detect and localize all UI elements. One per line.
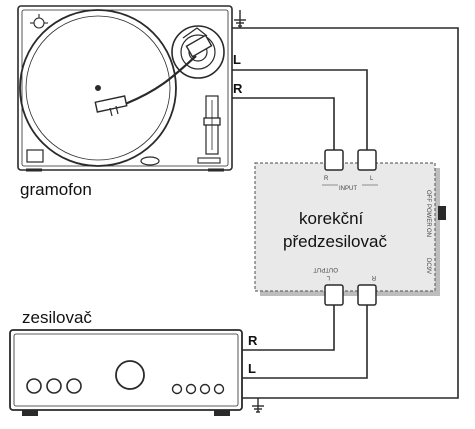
- amplifier-button-4: [213, 383, 225, 395]
- wires: [232, 27, 459, 399]
- wire-label-turntable-right: R: [233, 81, 243, 96]
- amplifier-button-1: [171, 383, 183, 395]
- wire-label-amplifier-right: R: [248, 333, 258, 348]
- ground-symbol-amplifier: [252, 398, 264, 413]
- amplifier-body: [9, 329, 243, 411]
- amplifier-foot-left: [22, 410, 38, 416]
- turntable-platter-ring: [25, 15, 171, 161]
- amplifier-knob-3: [66, 378, 82, 394]
- wire-turntable-right: [232, 97, 335, 150]
- preamp-label-line1: korekční: [299, 209, 364, 228]
- amplifier-foot-right: [214, 410, 230, 416]
- turntable-spindle: [95, 85, 102, 92]
- preamp-power-switch: [438, 206, 446, 220]
- preamp-side-dc: DC9V: [425, 258, 431, 274]
- preamp-side-off: OFF: [425, 190, 431, 202]
- speed-button: [140, 156, 160, 166]
- preamp-side-on: ON: [425, 228, 431, 237]
- preamp-output-jack-r: [324, 284, 344, 306]
- amplifier-front-panel: [13, 333, 239, 407]
- preamp-output-caption: OUTPUT: [313, 266, 338, 272]
- preamp-body: [254, 162, 436, 292]
- preamp-output-l: L: [326, 274, 330, 280]
- preamp-output-r: R: [371, 274, 376, 280]
- preamp-output-jack-l: [357, 284, 377, 306]
- preamp-side-power: POWER: [425, 204, 431, 227]
- preamp: R L INPUT OUTPUT R L OFF POWER ON DC9V k…: [254, 149, 446, 306]
- turntable: [17, 5, 233, 172]
- amplifier-button-3: [199, 383, 211, 395]
- wire-amplifier-right: [242, 305, 335, 351]
- turntable-label: gramofon: [20, 180, 92, 199]
- preamp-input-l: L: [370, 176, 374, 182]
- preamp-input-r: R: [324, 176, 329, 182]
- amplifier-knob-2: [46, 378, 62, 394]
- wire-amplifier-left: [242, 305, 368, 379]
- amplifier-knob-1: [26, 378, 42, 394]
- speed-button-2: [197, 157, 221, 164]
- wire-label-amplifier-left: L: [248, 361, 256, 376]
- wire-label-turntable-left: L: [233, 52, 241, 67]
- tonearm-pivot: [180, 34, 216, 70]
- turntable-base-inner: [21, 9, 229, 167]
- preamp-label-line2: předzesilovač: [283, 232, 387, 251]
- preamp-input-jack-r: [324, 149, 344, 171]
- tonearm-counterweight: [185, 34, 213, 58]
- wire-turntable-left: [232, 69, 368, 150]
- preamp-input-caption: INPUT: [339, 186, 357, 192]
- target-light: [30, 14, 48, 29]
- amplifier-button-2: [185, 383, 197, 395]
- preamp-input-jack-l: [357, 149, 377, 171]
- headshell: [94, 95, 128, 117]
- turntable-base: [17, 5, 233, 171]
- start-stop-button: [26, 149, 44, 163]
- amplifier: [9, 329, 243, 416]
- tonearm-base: [171, 25, 225, 79]
- amplifier-volume-knob: [115, 360, 145, 390]
- ground-symbol-turntable: [234, 10, 246, 28]
- ground-wire: [232, 27, 459, 399]
- turntable-platter: [19, 9, 177, 167]
- tonearm: [124, 55, 197, 106]
- tonearm-rest: [182, 27, 208, 39]
- amplifier-label: zesilovač: [22, 308, 92, 327]
